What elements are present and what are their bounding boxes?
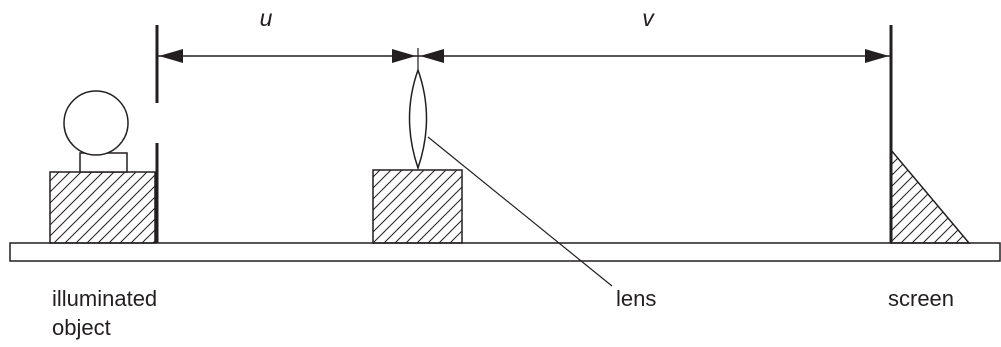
- illuminated-object-label-line1: illuminated: [52, 286, 157, 311]
- u-arrowhead-left: [159, 49, 183, 63]
- optical-bench: [9, 242, 1001, 262]
- u-label: u: [260, 5, 273, 31]
- lens-leader-line: [427, 136, 613, 287]
- lens-stand-block: [372, 169, 463, 244]
- lens-label: lens: [616, 286, 656, 311]
- lens-shape: [408, 67, 428, 171]
- v-arrowhead-right: [865, 49, 889, 63]
- lamp-bulb: [63, 90, 129, 156]
- v-arrowhead-left: [420, 49, 444, 63]
- screen-label: screen: [888, 286, 954, 311]
- lamp-holder: [79, 152, 128, 173]
- object-stand-block: [49, 171, 156, 244]
- screen-support-wedge: [890, 147, 971, 244]
- v-label: v: [642, 5, 655, 31]
- illuminated-object-label-line2: object: [52, 315, 111, 340]
- u-arrowhead-right: [392, 49, 416, 63]
